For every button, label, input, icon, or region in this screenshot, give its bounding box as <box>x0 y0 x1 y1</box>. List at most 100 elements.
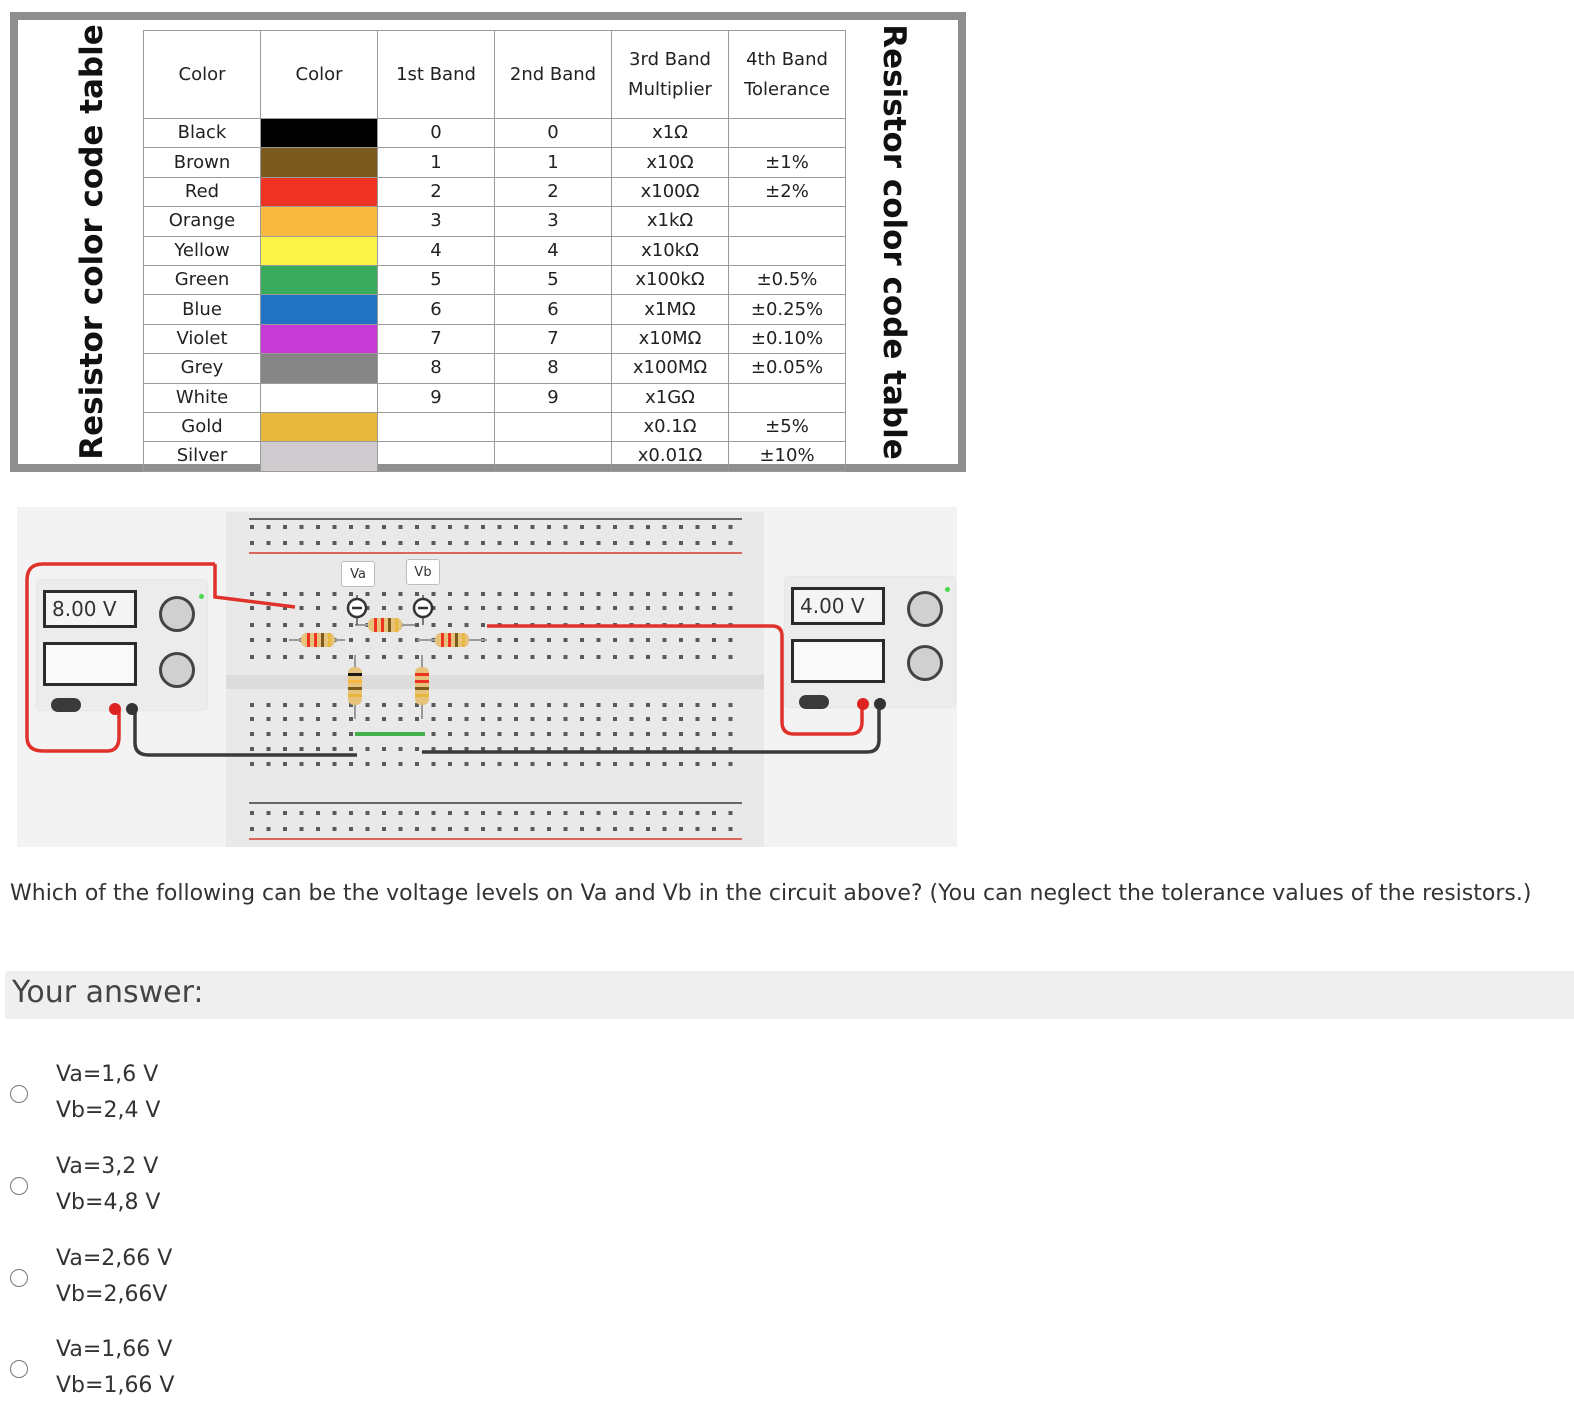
breadboard-hole <box>464 655 469 659</box>
breadboard-hole <box>250 703 254 707</box>
breadboard-hole <box>596 762 601 766</box>
breadboard-hole <box>250 717 254 721</box>
breadboard-hole <box>728 655 733 659</box>
breadboard-hole <box>398 655 403 659</box>
answer-header: Your answer: <box>5 971 1574 1019</box>
breadboard-hole <box>398 606 403 610</box>
breadboard-hole <box>481 606 485 610</box>
breadboard-hole <box>580 703 584 707</box>
breadboard-hole <box>283 623 287 627</box>
rail-hole <box>382 811 386 815</box>
breadboard-hole <box>283 606 287 610</box>
rail-hole <box>299 811 304 815</box>
rail-hole <box>728 827 733 831</box>
header-second-band: 2nd Band <box>494 30 612 119</box>
row-first-band: 4 <box>377 235 495 266</box>
breadboard-hole <box>299 762 304 766</box>
rail-hole <box>547 541 551 545</box>
radio-button-3[interactable] <box>10 1269 28 1287</box>
breadboard-hole <box>349 732 353 736</box>
breadboard-hole <box>695 592 700 596</box>
supply-left-positive-terminal-icon <box>109 703 121 715</box>
breadboard-hole <box>563 762 568 766</box>
supply-left-current-knob[interactable] <box>159 652 195 688</box>
breadboard-hole <box>514 592 518 596</box>
answer-option-4[interactable]: Va=1,66 V Vb=1,66 V <box>10 1337 510 1417</box>
rail-hole <box>266 811 271 815</box>
breadboard-hole <box>398 703 403 707</box>
supply-right-power-switch[interactable] <box>799 695 829 709</box>
rail-hole <box>415 827 419 831</box>
breadboard-hole <box>530 592 535 596</box>
breadboard-hole <box>629 638 634 642</box>
breadboard-hole <box>563 638 568 642</box>
radio-button-4[interactable] <box>10 1360 28 1378</box>
breadboard-hole <box>662 747 667 751</box>
breadboard-hole <box>646 606 650 610</box>
breadboard-hole <box>580 732 584 736</box>
radio-button-2[interactable] <box>10 1177 28 1195</box>
breadboard-hole <box>712 717 716 721</box>
rail-hole <box>613 541 617 545</box>
breadboard-hole <box>464 717 469 721</box>
breadboard-hole <box>299 703 304 707</box>
breadboard-hole <box>679 638 683 642</box>
row-color-name: Blue <box>143 294 261 325</box>
supply-left-voltage-knob[interactable] <box>159 596 195 632</box>
row-tolerance: ±5% <box>728 411 846 443</box>
breadboard-hole <box>613 762 617 766</box>
breadboard-hole <box>629 592 634 596</box>
breadboard-hole <box>431 732 436 736</box>
supply-left-negative-terminal-icon <box>126 703 138 715</box>
breadboard-hole <box>629 717 634 721</box>
breadboard-hole <box>299 623 304 627</box>
breadboard-circuit-figure: Va Vb 8.00 V 4.00 V <box>17 507 957 847</box>
rail-hole <box>382 525 386 529</box>
breadboard-hole <box>679 717 683 721</box>
breadboard-hole <box>266 732 271 736</box>
wire-left-red-to-board <box>213 564 296 609</box>
rail-hole <box>332 811 337 815</box>
rail-hole <box>530 525 535 529</box>
breadboard-hole <box>596 638 601 642</box>
row-color-swatch <box>260 235 378 266</box>
row-color-name: Black <box>143 117 261 149</box>
breadboard-hole <box>629 655 634 659</box>
answer-option-1[interactable]: Va=1,6 V Vb=2,4 V <box>10 1062 510 1142</box>
breadboard-hole <box>514 717 518 721</box>
supply-left-power-switch[interactable] <box>51 698 81 712</box>
rail-hole <box>679 525 683 529</box>
option-4-line-1: Va=1,66 V <box>56 1337 173 1362</box>
radio-button-1[interactable] <box>10 1085 28 1103</box>
breadboard-hole <box>514 703 518 707</box>
resistor-color-table-panel: Resistor color code table Color Color 1s… <box>18 20 958 472</box>
answer-option-3[interactable]: Va=2,66 V Vb=2,66V <box>10 1246 510 1326</box>
side-title-right: Resistor color code table <box>864 20 924 464</box>
rail-hole <box>332 525 337 529</box>
rail-hole <box>349 811 353 815</box>
breadboard-hole <box>547 655 551 659</box>
breadboard-hole <box>547 732 551 736</box>
breadboard-hole <box>530 747 535 751</box>
breadboard-hole <box>596 592 601 596</box>
breadboard-hole <box>250 732 254 736</box>
rail-hole <box>431 811 436 815</box>
rail-hole <box>481 827 485 831</box>
supply-right-negative-terminal-icon <box>874 698 886 710</box>
answer-option-2[interactable]: Va=3,2 V Vb=4,8 V <box>10 1154 510 1234</box>
rail-hole <box>464 827 469 831</box>
breadboard-hole <box>679 762 683 766</box>
breadboard-hole <box>613 703 617 707</box>
row-first-band: 0 <box>377 117 495 149</box>
breadboard-hole <box>365 703 370 707</box>
breadboard-hole <box>464 606 469 610</box>
row-tolerance <box>728 117 846 149</box>
supply-right-voltage-knob[interactable] <box>907 591 943 627</box>
supply-right-current-knob[interactable] <box>907 645 943 681</box>
breadboard-hole <box>382 592 386 596</box>
row-color-name: Red <box>143 176 261 208</box>
breadboard-hole <box>250 638 254 642</box>
breadboard-hole <box>547 703 551 707</box>
